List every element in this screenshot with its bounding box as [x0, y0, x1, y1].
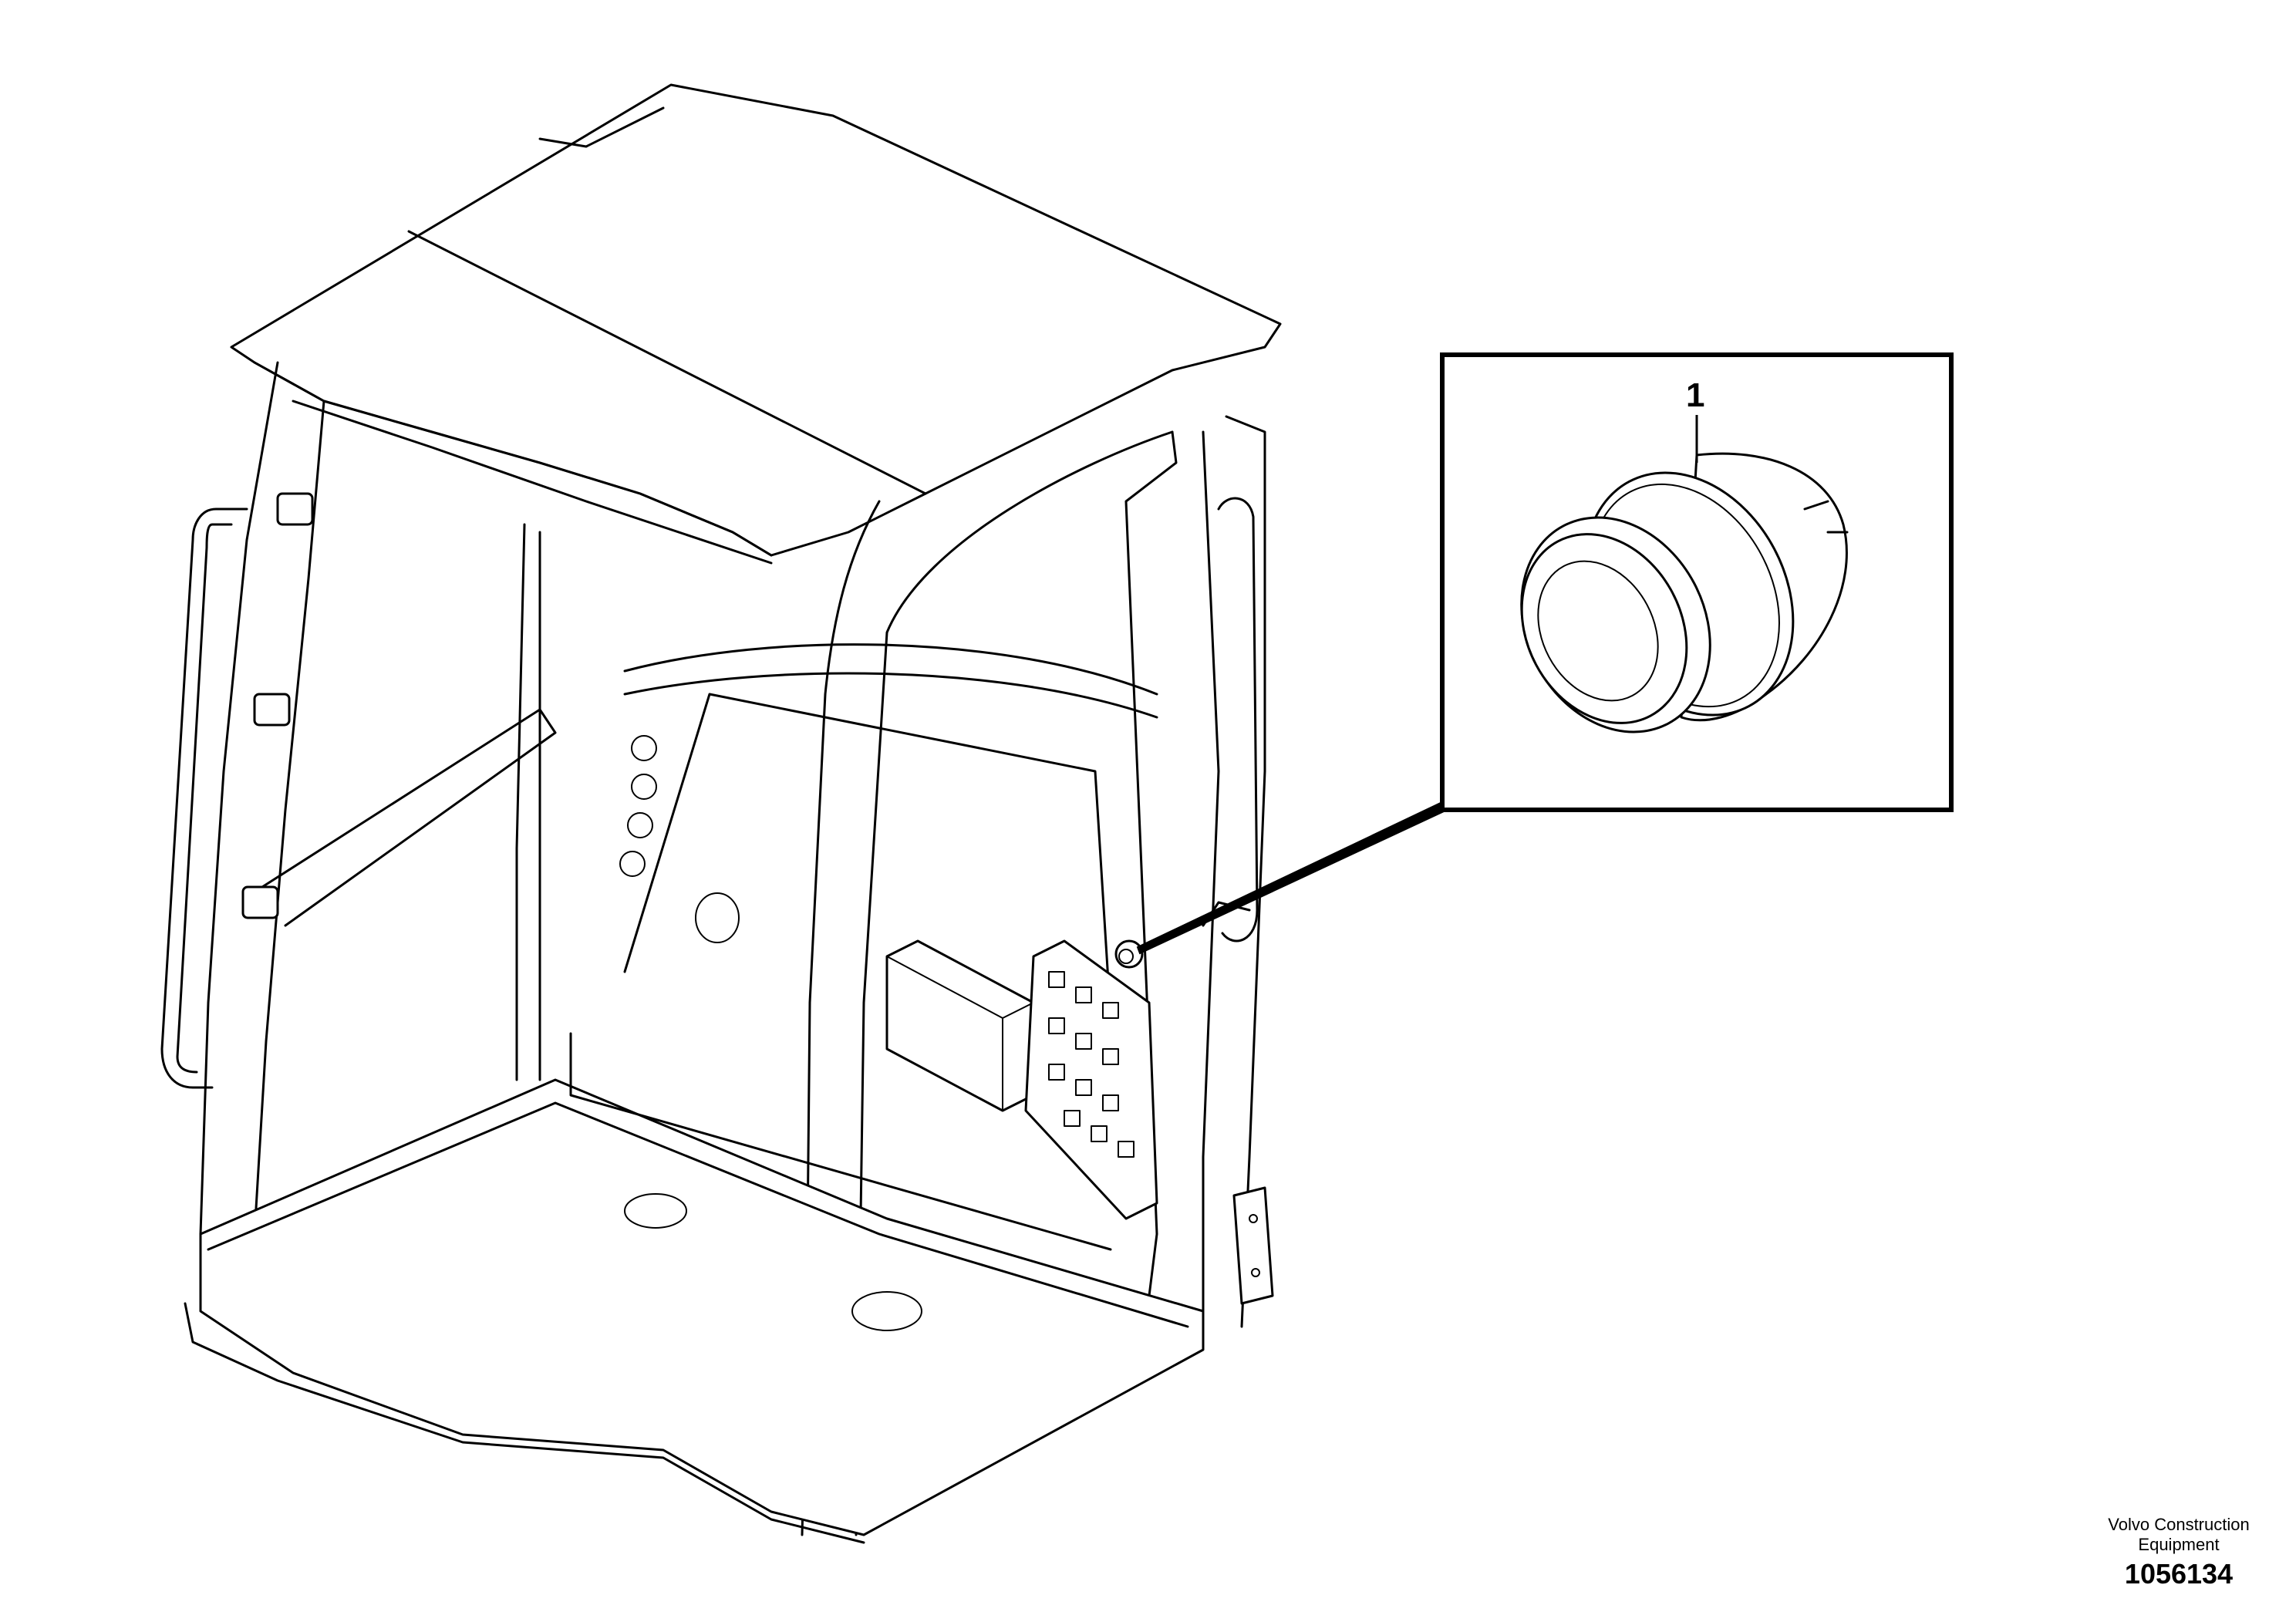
door-hinges	[241, 492, 314, 919]
cab-floor	[184, 1078, 1205, 1544]
publisher-label: Volvo Construction Equipment	[2082, 1515, 2275, 1555]
left-grab-handle	[160, 508, 248, 1089]
detail-leader	[1136, 801, 1445, 955]
rear-wall-panel	[569, 693, 1112, 1251]
cab-frame	[199, 361, 1266, 1536]
publisher-line-1: Volvo Construction	[2108, 1515, 2250, 1534]
right-side-bracket	[1232, 1186, 1274, 1305]
relay-fuse-board	[1024, 939, 1158, 1220]
knob-detail	[1520, 452, 1849, 733]
electronic-control-unit	[885, 939, 1035, 1112]
callout-1-label: 1	[1686, 376, 1705, 414]
image-number: 1056134	[2124, 1558, 2234, 1590]
cab-roof	[230, 83, 1282, 565]
part-location-marker	[1114, 939, 1144, 969]
publisher-line-2: Equipment	[2138, 1535, 2220, 1554]
right-grab-handle	[1202, 497, 1259, 943]
